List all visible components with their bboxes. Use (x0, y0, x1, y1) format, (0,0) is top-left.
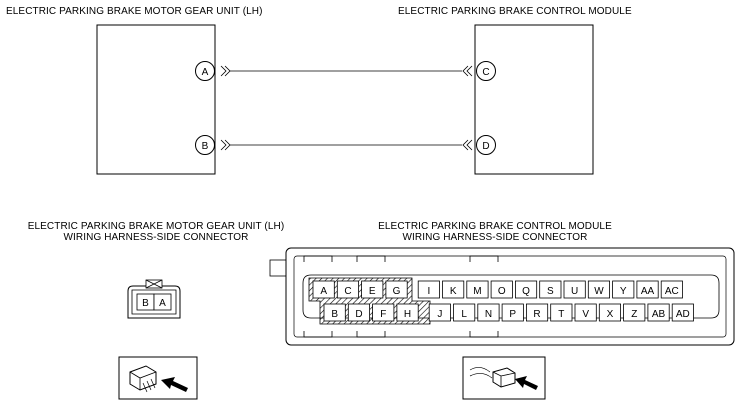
connector-view-icon-right (462, 356, 546, 400)
bottom-row-pin-label: V (582, 309, 589, 320)
bottom-row-cell (453, 303, 476, 322)
top-row-pin-label: I (427, 286, 430, 297)
motor-gear-unit-box (96, 24, 216, 175)
top-row-pin-label: Y (620, 286, 627, 297)
top-row-cell (336, 280, 359, 299)
terminal-d: D (476, 135, 496, 155)
bottom-row-pin-label: AD (676, 309, 690, 320)
bottom-row-pin-label: T (558, 309, 564, 320)
top-row-cell (515, 280, 538, 299)
terminal-b: B (195, 135, 215, 155)
motor-connector-title: ELECTRIC PARKING BRAKE MOTOR GEAR UNIT (… (0, 221, 312, 243)
top-row-pin-label: C (344, 286, 351, 297)
bottom-row-cell (550, 303, 573, 322)
top-row-cell (312, 280, 335, 299)
big-connector-bottom-row: B D F H J L N P R T V X Z AB AD (323, 303, 694, 322)
motor-connector-title-line1: ELECTRIC PARKING BRAKE MOTOR GEAR UNIT (… (27, 221, 285, 232)
module-connector-title-line2: WIRING HARNESS-SIDE CONNECTOR (402, 232, 588, 243)
top-row-pin-label: AA (641, 286, 655, 297)
top-row-cell (361, 280, 384, 299)
wire-b-d (220, 139, 473, 151)
arrow-icon (515, 376, 538, 390)
top-row-cell (442, 280, 465, 299)
motor-harness-connector: B A (127, 279, 181, 319)
control-module-title: ELECTRIC PARKING BRAKE CONTROL MODULE (398, 6, 632, 17)
top-row-pin-label: Q (522, 286, 530, 297)
top-row-pin-label: S (547, 286, 554, 297)
bottom-row-pin-label: R (533, 309, 540, 320)
bottom-row-cell (372, 303, 395, 322)
top-row-pin-label: AC (665, 286, 679, 297)
bottom-row-pin-label: P (509, 309, 516, 320)
bottom-row-cell (323, 303, 346, 322)
bottom-row-pin-label: H (404, 309, 411, 320)
top-row-cell (563, 280, 586, 299)
top-row-cell (587, 280, 610, 299)
bottom-row-pin-label: J (437, 309, 442, 320)
top-row-cell (539, 280, 562, 299)
top-row-pin-label: U (571, 286, 578, 297)
terminal-c: C (476, 61, 496, 81)
connector-view-icon-left (118, 356, 198, 400)
top-row-cell (385, 280, 408, 299)
top-row-cell (660, 280, 683, 299)
top-row-pin-label: M (473, 286, 481, 297)
bottom-row-cell (574, 303, 597, 322)
arrow-icon (161, 377, 188, 392)
bottom-row-cell (347, 303, 370, 322)
wire-a-c (220, 65, 473, 77)
bottom-row-pin-label: N (485, 309, 492, 320)
top-row-cell (417, 280, 440, 299)
module-connector-title: ELECTRIC PARKING BRAKE CONTROL MODULE WI… (345, 221, 645, 243)
terminal-b-label: B (202, 141, 209, 152)
bottom-row-cell (501, 303, 524, 322)
motor-gear-unit-title: ELECTRIC PARKING BRAKE MOTOR GEAR UNIT (… (6, 6, 263, 17)
bottom-row-cell (526, 303, 549, 322)
control-module-box (474, 24, 594, 175)
motor-connector-title-line2: WIRING HARNESS-SIDE CONNECTOR (63, 232, 249, 243)
top-row-cell (490, 280, 513, 299)
bottom-row-pin-label: L (461, 309, 467, 320)
terminal-a: A (195, 61, 215, 81)
bottom-row-cell (671, 303, 694, 322)
top-row-pin-label: E (369, 286, 376, 297)
terminal-a-label: A (202, 67, 209, 78)
bottom-row-cell (623, 303, 646, 322)
bottom-row-pin-label: B (331, 309, 338, 320)
top-row-pin-label: O (498, 286, 506, 297)
bottom-row-cell (396, 303, 419, 322)
top-row-pin-label: G (393, 286, 401, 297)
top-row-pin-label: W (594, 286, 604, 297)
top-row-cell (636, 280, 659, 299)
top-row-pin-label: A (320, 286, 327, 297)
small-connector-pin: A (159, 298, 166, 309)
connector-side-tab (269, 259, 287, 277)
bottom-row-pin-label: X (607, 309, 614, 320)
bottom-row-cell (647, 303, 670, 322)
bottom-row-cell (428, 303, 451, 322)
top-row-cell (466, 280, 489, 299)
bottom-row-pin-label: D (355, 309, 362, 320)
top-row-pin-label: K (450, 286, 457, 297)
module-connector-title-line1: ELECTRIC PARKING BRAKE CONTROL MODULE (378, 221, 612, 232)
top-row-cell (612, 280, 635, 299)
small-connector-pin: B (142, 298, 149, 309)
bottom-row-cell (598, 303, 621, 322)
terminal-d-label: D (482, 141, 489, 152)
bottom-row-pin-label: Z (631, 309, 637, 320)
terminal-c-label: C (482, 67, 489, 78)
bottom-row-pin-label: AB (652, 309, 666, 320)
bottom-row-cell (477, 303, 500, 322)
bottom-row-pin-label: F (380, 309, 386, 320)
